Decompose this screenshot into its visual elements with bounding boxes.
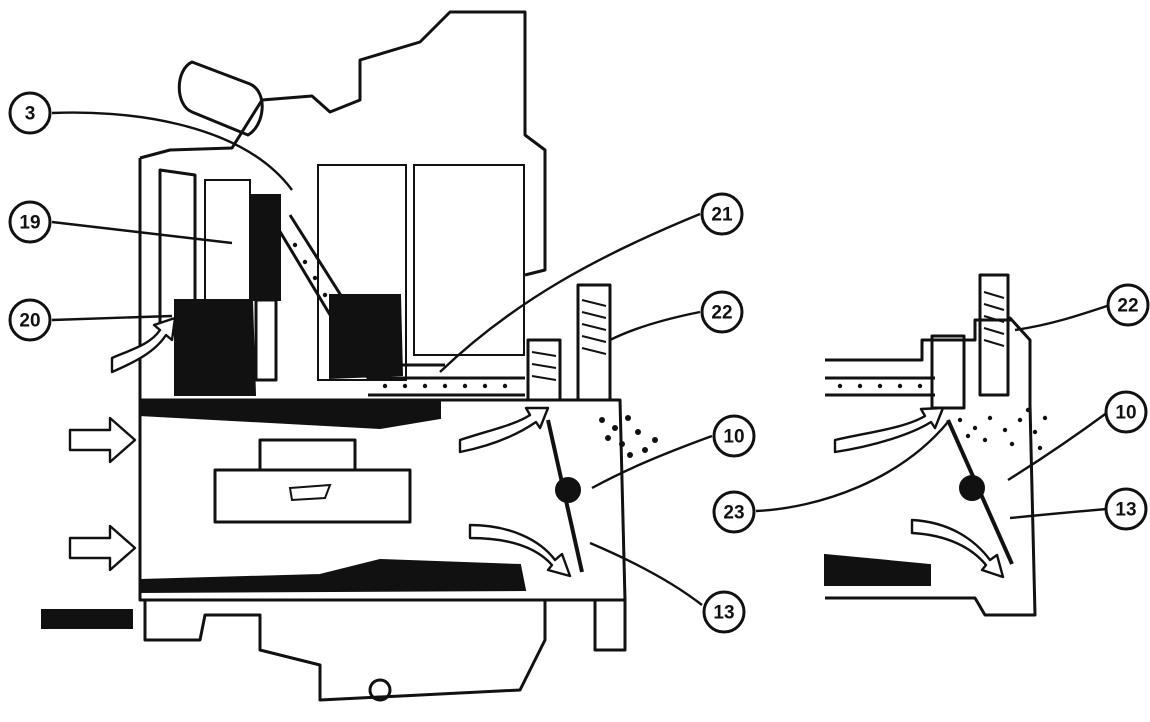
- fuel-passage-dots: [292, 242, 508, 389]
- callout-19: 19: [8, 200, 52, 244]
- svg-text:20: 20: [19, 311, 40, 332]
- svg-text:22: 22: [1117, 296, 1138, 317]
- svg-text:23: 23: [723, 503, 744, 524]
- fuel-spray-dots: [599, 415, 658, 458]
- callout-20: 20: [8, 298, 52, 342]
- airflow-arrow-chamber: [110, 316, 177, 374]
- svg-text:19: 19: [19, 213, 40, 234]
- svg-text:10: 10: [723, 427, 744, 448]
- callout-23-detail: 23: [712, 490, 756, 534]
- callout-10-main: 10: [712, 414, 756, 458]
- svg-text:13: 13: [713, 603, 734, 624]
- callout-13-detail: 13: [1104, 487, 1148, 531]
- detail-idle-section: [824, 273, 1048, 617]
- detail-spray-dots: [957, 407, 1048, 451]
- svg-text:22: 22: [711, 303, 732, 324]
- main-carburetor-section: [41, 10, 658, 702]
- airflow-arrow-upper: [68, 416, 137, 464]
- airflow-arrow-lower: [68, 524, 137, 572]
- svg-text:21: 21: [711, 205, 733, 226]
- detail-passage-dots: [837, 383, 923, 389]
- detail-airflow-arrow: [833, 406, 945, 454]
- callout-3: 3: [8, 91, 52, 135]
- svg-text:3: 3: [25, 104, 36, 125]
- svg-text:10: 10: [1115, 403, 1136, 424]
- callout-22-main: 22: [700, 290, 744, 334]
- detail-airflow-arrow-lower: [910, 518, 1005, 579]
- callout-13-main: 13: [702, 590, 746, 634]
- callout-10-detail: 10: [1104, 390, 1148, 434]
- airflow-arrow-bore-lower: [468, 523, 572, 578]
- svg-text:13: 13: [1115, 500, 1136, 521]
- callout-21: 21: [700, 192, 744, 236]
- callout-22-detail: 22: [1106, 283, 1150, 327]
- leader-lines: [51, 111, 1111, 606]
- airflow-arrow-bore-upper: [458, 406, 550, 454]
